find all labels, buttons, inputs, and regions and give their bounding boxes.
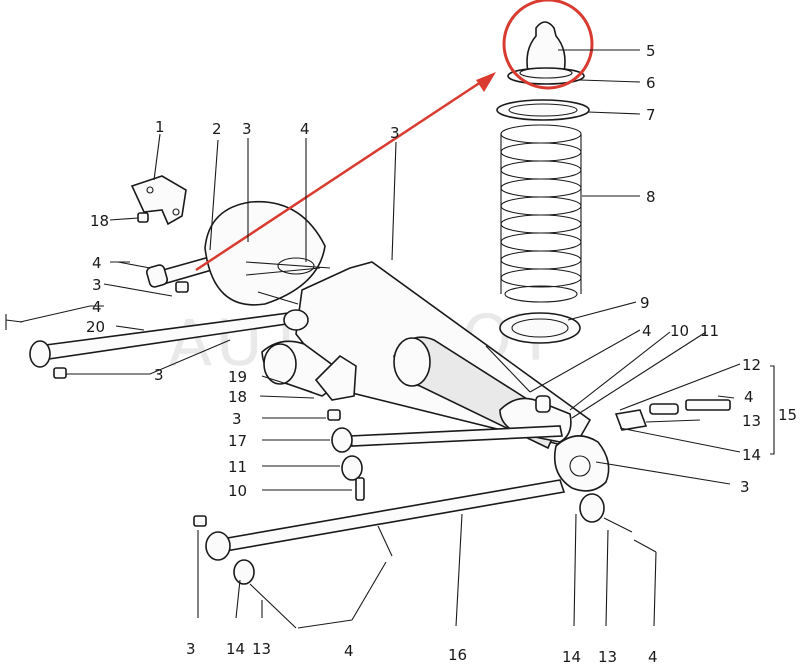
label-17: 17	[228, 432, 247, 450]
label-20: 20	[86, 318, 105, 336]
label-3: 3	[186, 640, 196, 658]
label-3: 3	[390, 124, 400, 142]
label-4: 4	[344, 642, 354, 660]
nut-18	[137, 212, 149, 223]
lower-spring-insulator	[499, 312, 581, 344]
label-11: 11	[228, 458, 247, 476]
label-14: 14	[742, 446, 761, 464]
bushing-assembly	[614, 409, 648, 431]
label-13: 13	[598, 648, 617, 666]
label-1: 1	[155, 118, 165, 136]
label-5: 5	[646, 42, 656, 60]
label-18: 18	[228, 388, 247, 406]
spring-assembly	[496, 21, 590, 344]
label-19: 19	[228, 368, 247, 386]
label-10: 10	[670, 322, 689, 340]
label-3: 3	[92, 276, 102, 294]
label-10: 10	[228, 482, 247, 500]
label-4: 4	[744, 388, 754, 406]
label-2: 2	[212, 120, 222, 138]
right-hub	[553, 435, 610, 492]
bump-stop	[526, 21, 566, 73]
highlight-circle	[502, 0, 594, 90]
label-9: 9	[640, 294, 650, 312]
label-3: 3	[154, 366, 164, 384]
callout-labels: 5 6 7 8 9 1 2 3 4 3 18 4 3 4 20 3 4 10 1…	[86, 42, 797, 666]
lower-longitudinal-rod	[214, 479, 566, 553]
label-11: 11	[700, 322, 719, 340]
label-8: 8	[646, 188, 656, 206]
label-4: 4	[92, 254, 102, 272]
label-4: 4	[642, 322, 652, 340]
label-3: 3	[232, 410, 242, 428]
label-16: 16	[448, 646, 467, 664]
label-15: 15	[778, 406, 797, 424]
label-7: 7	[646, 106, 656, 124]
brake-backing-plate	[204, 200, 326, 306]
label-3: 3	[740, 478, 750, 496]
label-14: 14	[226, 640, 245, 658]
label-3: 3	[242, 120, 252, 138]
label-6: 6	[646, 74, 656, 92]
label-13: 13	[742, 412, 761, 430]
label-4: 4	[300, 120, 310, 138]
label-13: 13	[252, 640, 271, 658]
label-4: 4	[92, 298, 102, 316]
label-18: 18	[90, 212, 109, 230]
label-12: 12	[742, 356, 761, 374]
panhard-rod	[349, 425, 563, 447]
highlight-arrow	[195, 78, 485, 272]
leader-lines	[19, 49, 775, 629]
spring-insulator	[496, 99, 590, 121]
coil-spring	[500, 124, 582, 303]
label-4: 4	[648, 648, 658, 666]
label-14: 14	[562, 648, 581, 666]
